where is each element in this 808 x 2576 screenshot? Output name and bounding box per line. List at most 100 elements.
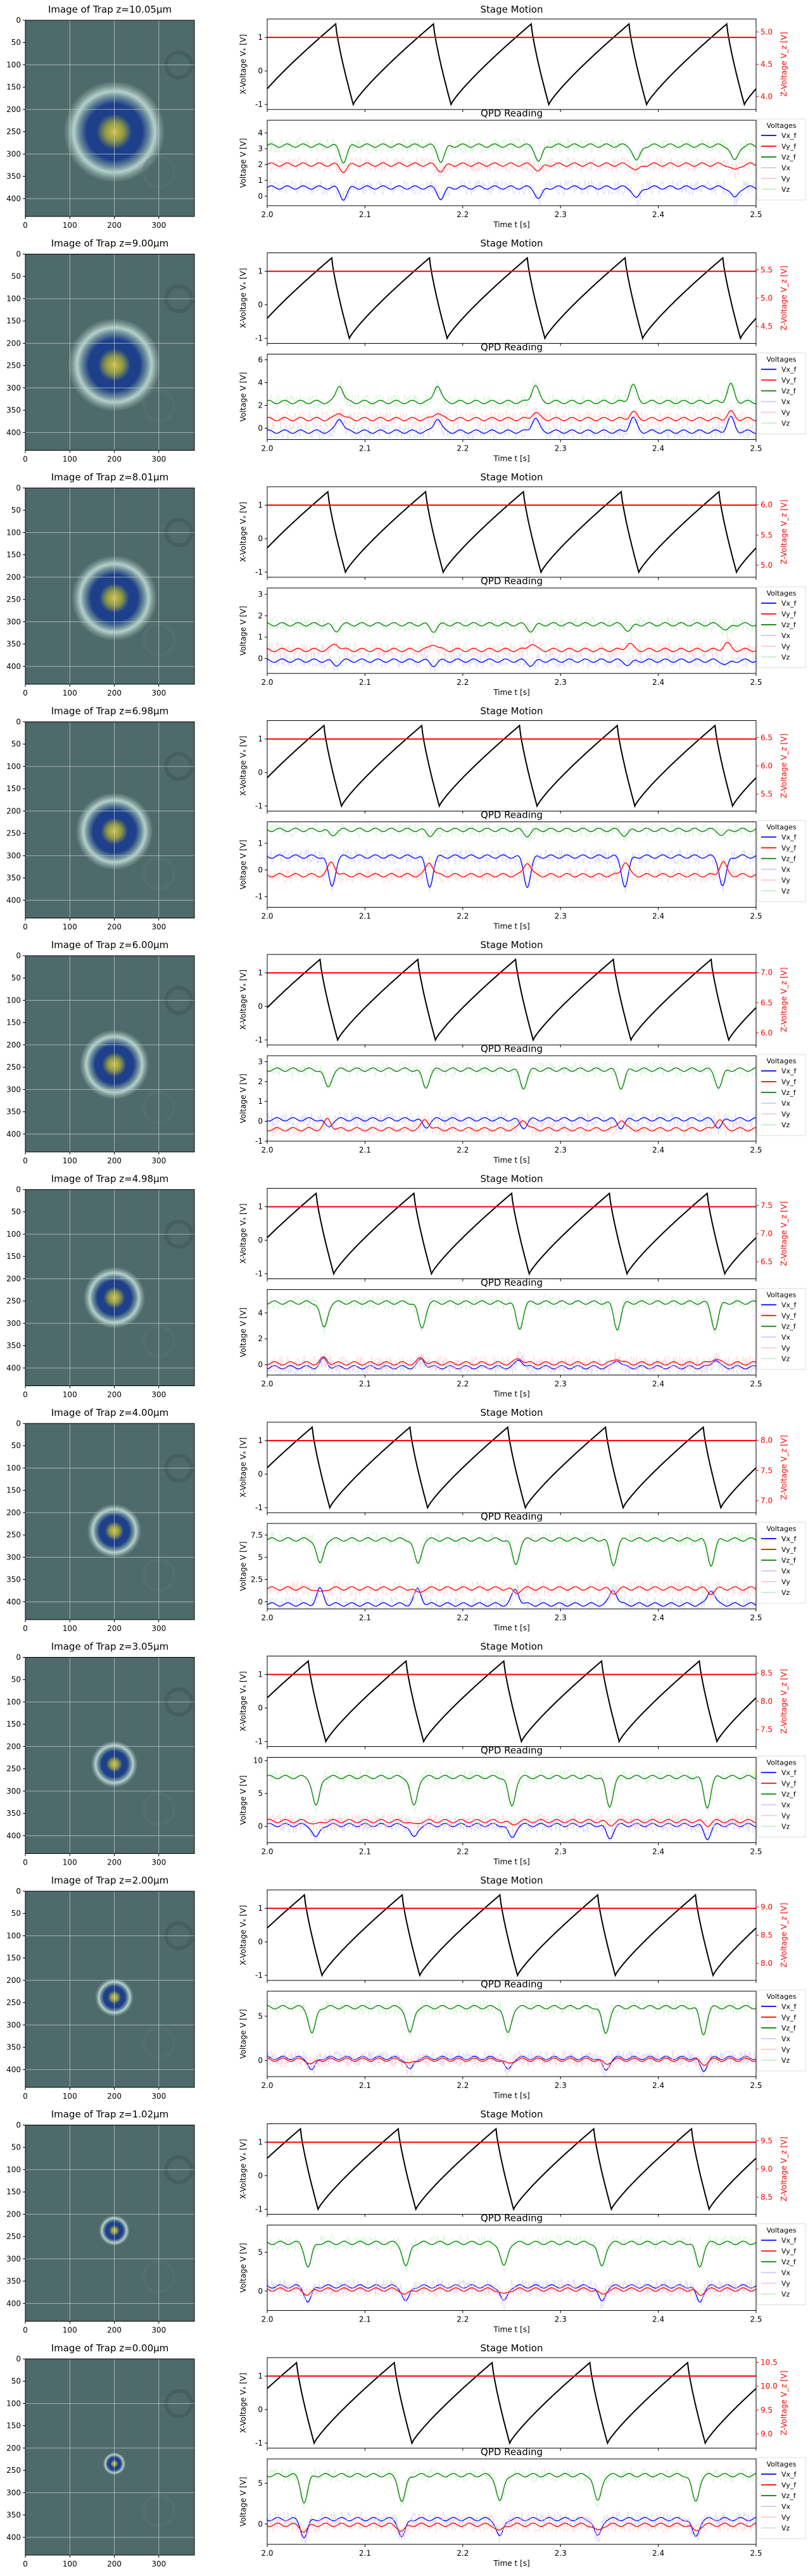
legend-label: Vz xyxy=(781,1355,790,1363)
y-tick-label: 6 xyxy=(258,356,263,365)
qpd-y-label: Voltage V [V] xyxy=(239,138,248,187)
stage-y-label: X-Voltage Vₓ [V] xyxy=(239,502,248,562)
qpd-raw-line xyxy=(267,1351,756,1372)
image-frame xyxy=(25,955,195,1153)
legend-label: Vy xyxy=(781,877,790,885)
qpd-raw-line xyxy=(267,1580,756,1601)
qpd-lines xyxy=(267,1999,756,2077)
y-tick-label: 0 xyxy=(16,1887,21,1896)
qpd-y-label: Voltage V [V] xyxy=(239,372,248,422)
x-tick-label: 2.2 xyxy=(457,210,469,219)
x-tick-label: 2.0 xyxy=(261,1848,273,1856)
y-tick-label: 3 xyxy=(258,1057,263,1066)
stage-x-line xyxy=(267,1660,757,1744)
x-tick-label: 2.2 xyxy=(457,678,469,687)
image-title: Image of Trap z=1.02μm xyxy=(51,2109,169,2120)
x-tick-label: 2.2 xyxy=(457,1380,469,1389)
qpd-raw-line xyxy=(267,2467,756,2510)
legend-label: Vz xyxy=(781,653,790,661)
y-tick-label: 400 xyxy=(6,1130,21,1139)
z-tick-label: 4.0 xyxy=(761,92,773,101)
y-tick-label: 0 xyxy=(258,2520,263,2529)
qpd-frame xyxy=(267,354,757,440)
y-tick-label: 300 xyxy=(6,2020,21,2029)
qpd-title: QPD Reading xyxy=(481,1043,543,1054)
y-tick-label: 100 xyxy=(6,294,21,303)
y-tick-label: 200 xyxy=(6,573,21,582)
y-tick-label: 1 xyxy=(258,1436,263,1445)
qpd-title: QPD Reading xyxy=(481,342,543,353)
legend-label: Vy xyxy=(781,2280,790,2288)
y-tick-label: 400 xyxy=(6,662,21,671)
stage-title: Stage Motion xyxy=(481,238,543,249)
x-tick-label: 2.1 xyxy=(359,1380,371,1389)
legend-title: Voltages xyxy=(767,1992,797,2001)
x-tick-label: 300 xyxy=(151,923,166,932)
x-tick-label: 0 xyxy=(23,1156,28,1165)
y-tick-label: 0 xyxy=(258,2405,263,2414)
y-tick-label: 50 xyxy=(11,1208,21,1216)
x-tick-label: 2.0 xyxy=(261,678,273,687)
y-tick-label: 1 xyxy=(258,1904,263,1913)
stage-title: Stage Motion xyxy=(481,2342,543,2354)
x-tick-label: 100 xyxy=(63,1156,77,1165)
legend-label: Vz_f xyxy=(781,1791,797,1799)
z-tick-label: 5.0 xyxy=(761,561,773,570)
x-tick-label: 200 xyxy=(107,2560,122,2568)
qpd-filtered-line xyxy=(267,658,756,667)
y-tick-label: 300 xyxy=(6,1319,21,1328)
y-tick-label: 3 xyxy=(258,144,263,153)
y-tick-label: 50 xyxy=(11,272,21,281)
image-content xyxy=(25,488,194,684)
x-tick-label: 100 xyxy=(63,221,77,230)
qpd-filtered-line xyxy=(267,1118,756,1132)
z-tick-label: 6.5 xyxy=(761,1258,773,1266)
y-tick-label: 200 xyxy=(6,339,21,347)
x-tick-label: 300 xyxy=(151,2326,166,2335)
qpd-raw-line xyxy=(267,1813,756,1833)
x-tick-label: 2.0 xyxy=(261,1380,273,1389)
y-tick-label: -1 xyxy=(255,1035,263,1044)
x-tick-label: 200 xyxy=(107,1624,122,1633)
qpd-frame xyxy=(267,1289,757,1375)
legend-label: Vx_f xyxy=(781,132,797,140)
y-tick-label: 0 xyxy=(258,865,263,874)
y-tick-label: 300 xyxy=(6,1553,21,1561)
y-tick-label: -1 xyxy=(255,100,263,109)
y-tick-label: -1 xyxy=(255,802,263,811)
z-tick-label: 8.5 xyxy=(761,2193,773,2202)
stage-frame xyxy=(267,1188,757,1279)
legend-box xyxy=(757,1989,806,2072)
image-title: Image of Trap z=0.00μm xyxy=(51,2342,169,2354)
stage-title: Stage Motion xyxy=(481,706,543,717)
x-tick-label: 2.2 xyxy=(457,912,469,921)
y-tick-label: 250 xyxy=(6,829,21,838)
x-tick-label: 200 xyxy=(107,923,122,932)
qpd-filtered-line xyxy=(267,1823,756,1841)
qpd-raw-line xyxy=(267,652,756,672)
y-tick-label: 50 xyxy=(11,2377,21,2385)
x-tick-label: 2.0 xyxy=(261,210,273,219)
y-tick-label: 350 xyxy=(6,172,21,181)
x-tick-label: 2.1 xyxy=(359,444,371,453)
qpd-filtered-line xyxy=(267,2284,756,2303)
qpd-title: QPD Reading xyxy=(481,108,543,119)
y-tick-label: 300 xyxy=(6,1085,21,1094)
y-tick-label: 2 xyxy=(258,160,263,169)
y-tick-label: 250 xyxy=(6,2232,21,2241)
qpd-filtered-line xyxy=(267,2004,756,2035)
x-tick-label: 2.5 xyxy=(750,2315,762,2324)
qpd-frame xyxy=(267,1523,757,1610)
y-tick-label: 400 xyxy=(6,428,21,437)
z-tick-label: 9.0 xyxy=(761,2429,773,2438)
legend-label: Vy_f xyxy=(781,377,797,385)
legend-box xyxy=(757,586,806,668)
legend-label: Vx xyxy=(781,866,791,874)
stage-frame xyxy=(267,954,757,1046)
x-tick-label: 300 xyxy=(151,2560,166,2568)
